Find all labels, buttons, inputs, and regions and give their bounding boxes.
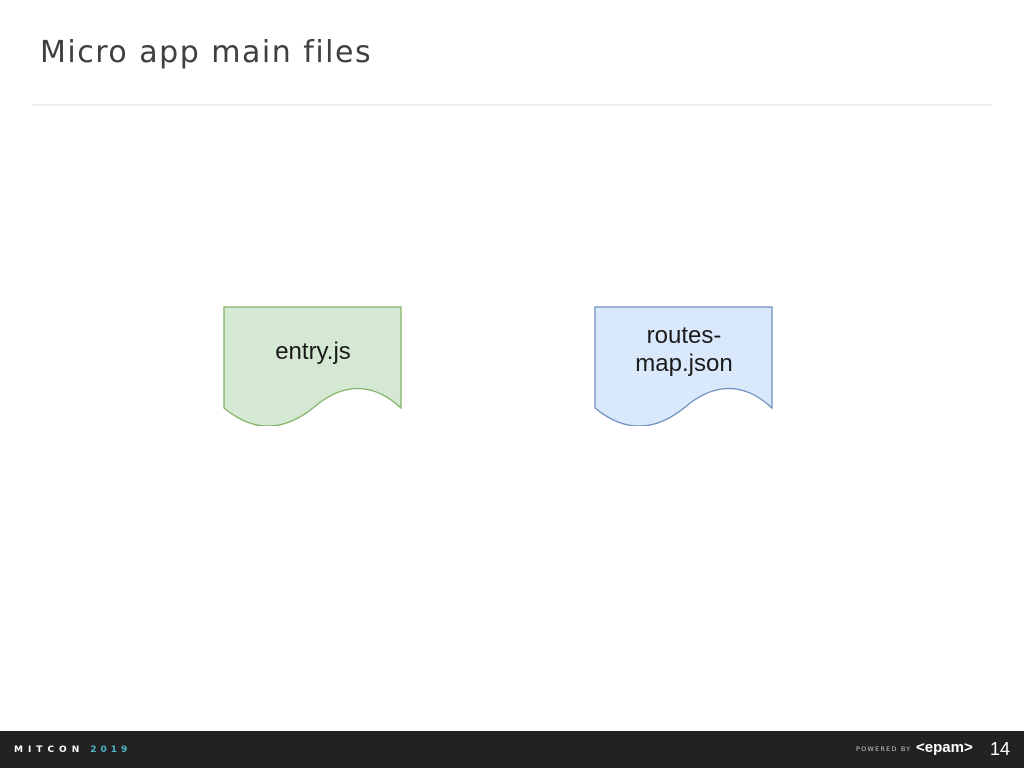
document-shape-entry-js: entry.js	[223, 306, 403, 426]
document-label-line-2: map.json	[635, 350, 733, 377]
footer-bar: MITCON 2019 POWERED BY <epam> 14	[0, 731, 1024, 768]
title-divider	[32, 104, 992, 106]
document-shape-outline	[223, 306, 402, 426]
page-number: 14	[989, 739, 1010, 759]
mitcon-logo: MITCON 2019	[14, 736, 131, 764]
document-shape-routes-map: routes- map.json	[594, 306, 774, 426]
document-label-line-1: routes-	[646, 322, 722, 349]
document-label-entry-js: entry.js	[275, 338, 351, 365]
epam-logo: <epam>	[916, 739, 973, 756]
mitcon-logo-text: MITCON	[14, 745, 85, 755]
document-shape-outline	[594, 306, 773, 426]
powered-by-label: POWERED BY	[856, 745, 912, 753]
document-label-routes-map: routes- map.json	[594, 322, 774, 378]
mitcon-logo-year: 2019	[90, 745, 132, 755]
slide-title: Micro app main files	[40, 35, 373, 70]
